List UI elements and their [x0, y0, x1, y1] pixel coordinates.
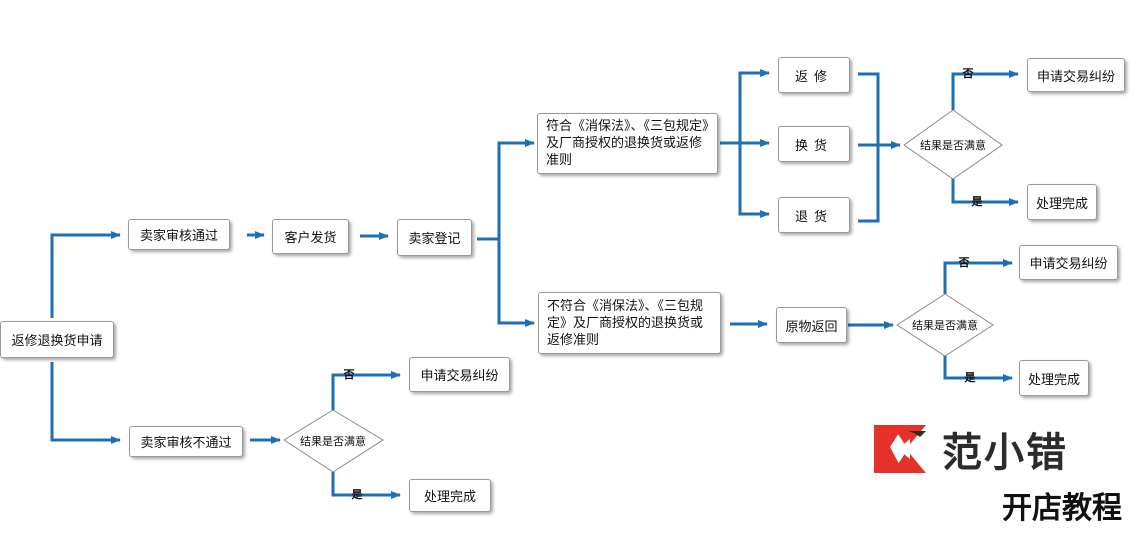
node-customer-ship: 客户发货 — [272, 219, 349, 254]
node-return-label: 退货 — [794, 209, 833, 225]
node-dispute-1: 申请交易纠纷 — [1027, 58, 1125, 92]
line-repair-merge — [858, 72, 880, 223]
node-send-back: 原物返回 — [776, 307, 847, 343]
node-exchange-label: 换货 — [794, 138, 833, 154]
node-approved: 卖家审核通过 — [128, 219, 230, 250]
arrow-register-compliant — [477, 139, 535, 241]
decision-question-2: 结果是否满意 — [912, 319, 978, 332]
arrow-branch-repair — [738, 69, 770, 143]
decision-diamond-2 — [896, 293, 994, 357]
node-start: 返修退换货申请 — [0, 321, 114, 358]
node-rejected: 卖家审核不通过 — [129, 426, 243, 457]
node-dispute-2: 申请交易纠纷 — [1019, 245, 1118, 280]
arrow-decision3-no — [331, 371, 401, 410]
decision-diamond-3 — [283, 409, 384, 473]
node-exchange: 换货 — [778, 126, 850, 162]
decision-no-label-1: 否 — [962, 67, 974, 80]
node-repair-label: 返修 — [794, 69, 833, 85]
node-dispute-3: 申请交易纠纷 — [409, 357, 510, 392]
node-done-3: 处理完成 — [409, 479, 491, 512]
decision-question-3: 结果是否满意 — [300, 435, 366, 448]
decision-question-1: 结果是否满意 — [920, 139, 986, 152]
arrow-decision3-yes — [331, 472, 401, 499]
node-done-1: 处理完成 — [1027, 184, 1097, 220]
node-repair: 返修 — [778, 57, 850, 93]
arrow-decision1-no — [951, 70, 1019, 110]
node-compliant: 符合《消保法》、《三包规定》及厂商授权的退换货或返修准则 — [537, 113, 718, 174]
decision-no-label-2: 否 — [958, 256, 970, 269]
watermark-subtitle: 开店教程 — [1002, 491, 1122, 526]
brand-logo-icon — [874, 425, 926, 473]
node-noncompliant: 不符合《消保法》、《三包规定》及厂商授权的退换货或返修准则 — [538, 292, 721, 354]
decision-yes-label-2: 是 — [964, 371, 976, 384]
watermark-brand: 范小错 — [942, 430, 1068, 476]
arrow-branch-return — [738, 143, 770, 218]
node-seller-register: 卖家登记 — [397, 219, 472, 256]
node-return: 退货 — [778, 197, 850, 233]
arrow-decision1-yes — [951, 178, 1019, 206]
decision-yes-label-3: 是 — [351, 488, 363, 501]
decision-no-label-3: 否 — [343, 368, 355, 381]
decision-yes-label-1: 是 — [971, 195, 983, 208]
arrow-decision2-yes — [943, 355, 1013, 382]
arrow-register-noncompliant — [497, 239, 535, 327]
arrow-decision2-no — [943, 259, 1013, 294]
arrow-start-approved — [50, 231, 121, 318]
node-done-2: 处理完成 — [1019, 360, 1089, 396]
decision-diamond-1 — [903, 109, 1003, 180]
arrow-start-rejected — [50, 362, 121, 444]
